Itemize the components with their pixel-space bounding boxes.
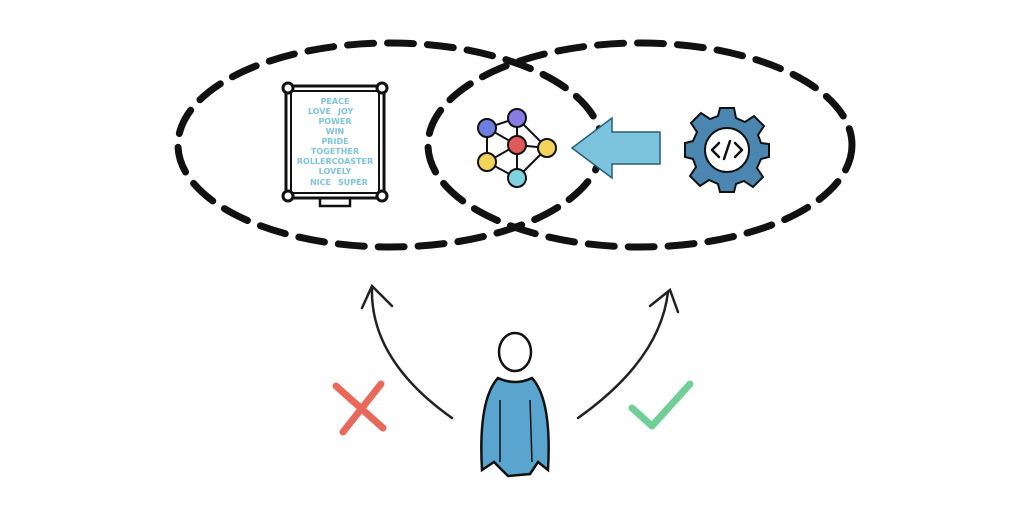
left-curved-arrow (370, 286, 454, 420)
right-curved-arrow (576, 290, 670, 420)
arrow-left-icon (570, 116, 661, 180)
code-gear-icon (684, 107, 770, 193)
check-icon (628, 380, 694, 430)
word-love: LOVE (308, 107, 331, 116)
neural-network-icon (477, 108, 557, 188)
word-peace: PEACE (321, 97, 350, 106)
word-nice: NICE (310, 178, 331, 187)
word-together: TOGETHER (311, 147, 359, 156)
word-lovely: LOVELY (319, 167, 352, 176)
word-rollercoaster: ROLLERCOASTER (297, 157, 373, 166)
word-super: SUPER (338, 178, 368, 187)
word-pride: PRIDE (321, 137, 348, 146)
cross-icon (332, 380, 387, 436)
person-icon (480, 331, 550, 478)
word-cloud-frame-icon: PEACE LOVE JOY POWER WIN PRIDE TOGETHER … (281, 81, 389, 208)
word-power: POWER (318, 117, 351, 126)
word-joy: JOY (337, 107, 353, 116)
word-win: WIN (326, 127, 345, 136)
right-set-ellipse (424, 39, 856, 251)
